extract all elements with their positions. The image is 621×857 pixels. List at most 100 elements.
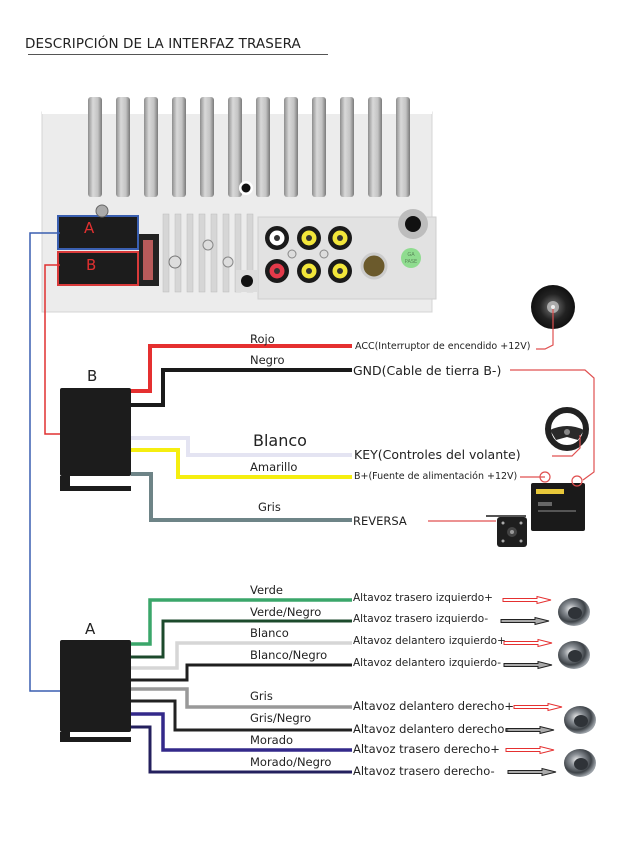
negative-arrow-icon <box>503 660 553 670</box>
battery-negative-terminal <box>571 475 583 487</box>
wire-gris-negro <box>131 699 352 732</box>
vent-slot <box>198 213 206 293</box>
port-a <box>57 215 139 250</box>
wire-color-label: Negro <box>250 353 285 367</box>
wire-function-label: B+(Fuente de alimentación +12V) <box>354 471 518 482</box>
heatsink-fin <box>144 97 158 197</box>
vent-slot <box>210 213 218 293</box>
wire-color-label: Gris/Negro <box>250 711 312 725</box>
speakers <box>558 598 596 777</box>
heatsink-fin <box>88 97 102 197</box>
connector-b-body <box>60 388 131 491</box>
heatsink-fin <box>172 97 186 197</box>
wire-function-label: GND(Cable de tierra B-) <box>353 363 502 378</box>
connector-a-label: A <box>85 620 96 638</box>
wire-color-label: Blanco/Negro <box>250 648 328 662</box>
positive-arrow-icon <box>503 638 553 648</box>
wire-verde-negro <box>131 619 352 659</box>
rca-jacks <box>265 226 352 283</box>
positive-arrow-icon <box>513 702 563 712</box>
speaker-icon <box>558 641 590 669</box>
steering-wheel-icon <box>545 407 589 451</box>
gnd-link-line <box>510 369 595 481</box>
head-unit-back-panel: GA PASE <box>41 80 437 313</box>
connector-a-wires <box>131 598 352 774</box>
wire-function-label: Altavoz delantero derecho+ <box>353 699 515 713</box>
fuse <box>143 240 153 280</box>
wire-function-label: REVERSA <box>353 514 407 528</box>
connector-b-wires <box>131 344 352 522</box>
wire-function-label: Altavoz delantero izquierdo- <box>353 657 502 669</box>
title-underline <box>28 54 328 55</box>
negative-arrow-icon <box>507 767 557 777</box>
positive-arrow-icon <box>505 745 555 755</box>
port-b-letter: B <box>86 256 97 274</box>
heatsink-fin <box>256 97 270 197</box>
vent-slots <box>162 213 254 293</box>
connector-b-label: B <box>87 367 98 385</box>
heatsink-fin <box>116 97 130 197</box>
wire-function-label: KEY(Controles del volante) <box>354 447 521 462</box>
heatsink-fins <box>88 97 410 197</box>
wire-color-label: Gris <box>250 689 273 703</box>
wire-blanco <box>131 436 352 457</box>
wire-color-label: Morado/Negro <box>250 755 332 769</box>
speaker-icon <box>564 706 596 734</box>
port-b <box>57 251 139 286</box>
heatsink-fin <box>396 97 410 197</box>
antenna-jack <box>360 252 388 280</box>
aux-jack <box>241 275 253 287</box>
wire-function-label: Altavoz delantero derecho- <box>353 722 509 736</box>
wire-color-label: Blanco <box>250 626 289 640</box>
rear-camera-icon <box>486 515 527 547</box>
mount-hole <box>241 183 251 193</box>
wire-amarillo <box>131 448 352 479</box>
polarity-arrows <box>500 595 563 777</box>
heatsink-fin <box>228 97 242 197</box>
wire-gris <box>131 472 352 522</box>
vent-slot <box>162 213 170 293</box>
gps-badge <box>401 248 421 268</box>
wire-function-label: Altavoz trasero izquierdo+ <box>353 592 493 604</box>
vent-slot <box>186 213 194 293</box>
wire-gris <box>131 687 352 709</box>
speaker-icon <box>558 598 590 626</box>
heatsink-fin <box>312 97 326 197</box>
wire-blanco <box>131 641 352 670</box>
wire-function-label: Altavoz trasero derecho+ <box>353 742 500 756</box>
key-link-line <box>552 435 581 457</box>
wire-blanco-negro <box>131 663 352 682</box>
acc-link-line <box>536 309 554 350</box>
speaker-icon <box>564 749 596 777</box>
heatsink-fin <box>200 97 214 197</box>
vent-slot <box>174 213 182 293</box>
wire-function-label: ACC(Interruptor de encendido +12V) <box>355 341 531 352</box>
wire-function-label: Altavoz trasero derecho- <box>353 764 495 778</box>
wire-morado <box>131 712 352 752</box>
heatsink-fin <box>340 97 354 197</box>
wire-rojo <box>131 344 352 393</box>
svg-text:PASE: PASE <box>405 259 417 265</box>
negative-arrow-icon <box>500 616 550 626</box>
page-title: DESCRIPCIÓN DE LA INTERFAZ TRASERA <box>25 36 301 52</box>
harness-b-link <box>44 264 60 435</box>
positive-arrow-icon <box>502 595 552 605</box>
battery-icon <box>531 471 585 531</box>
wire-function-label: Altavoz trasero izquierdo- <box>353 613 489 625</box>
heatsink-fin <box>284 97 298 197</box>
wire-function-label: Altavoz delantero izquierdo+ <box>353 635 506 647</box>
wire-negro <box>131 368 352 407</box>
screw <box>287 249 297 259</box>
wire-color-label: Blanco <box>253 431 307 450</box>
port-a-letter: A <box>84 219 95 237</box>
wire-color-label: Rojo <box>250 332 275 346</box>
gps-jack <box>405 216 421 232</box>
negative-arrow-icon <box>505 725 555 735</box>
wire-color-label: Amarillo <box>250 460 298 474</box>
connector-a-body <box>60 640 131 742</box>
ignition-switch-icon <box>531 285 575 329</box>
harness-a-link <box>29 232 60 692</box>
vent-slot <box>222 213 230 293</box>
wire-morado-negro <box>131 725 352 774</box>
